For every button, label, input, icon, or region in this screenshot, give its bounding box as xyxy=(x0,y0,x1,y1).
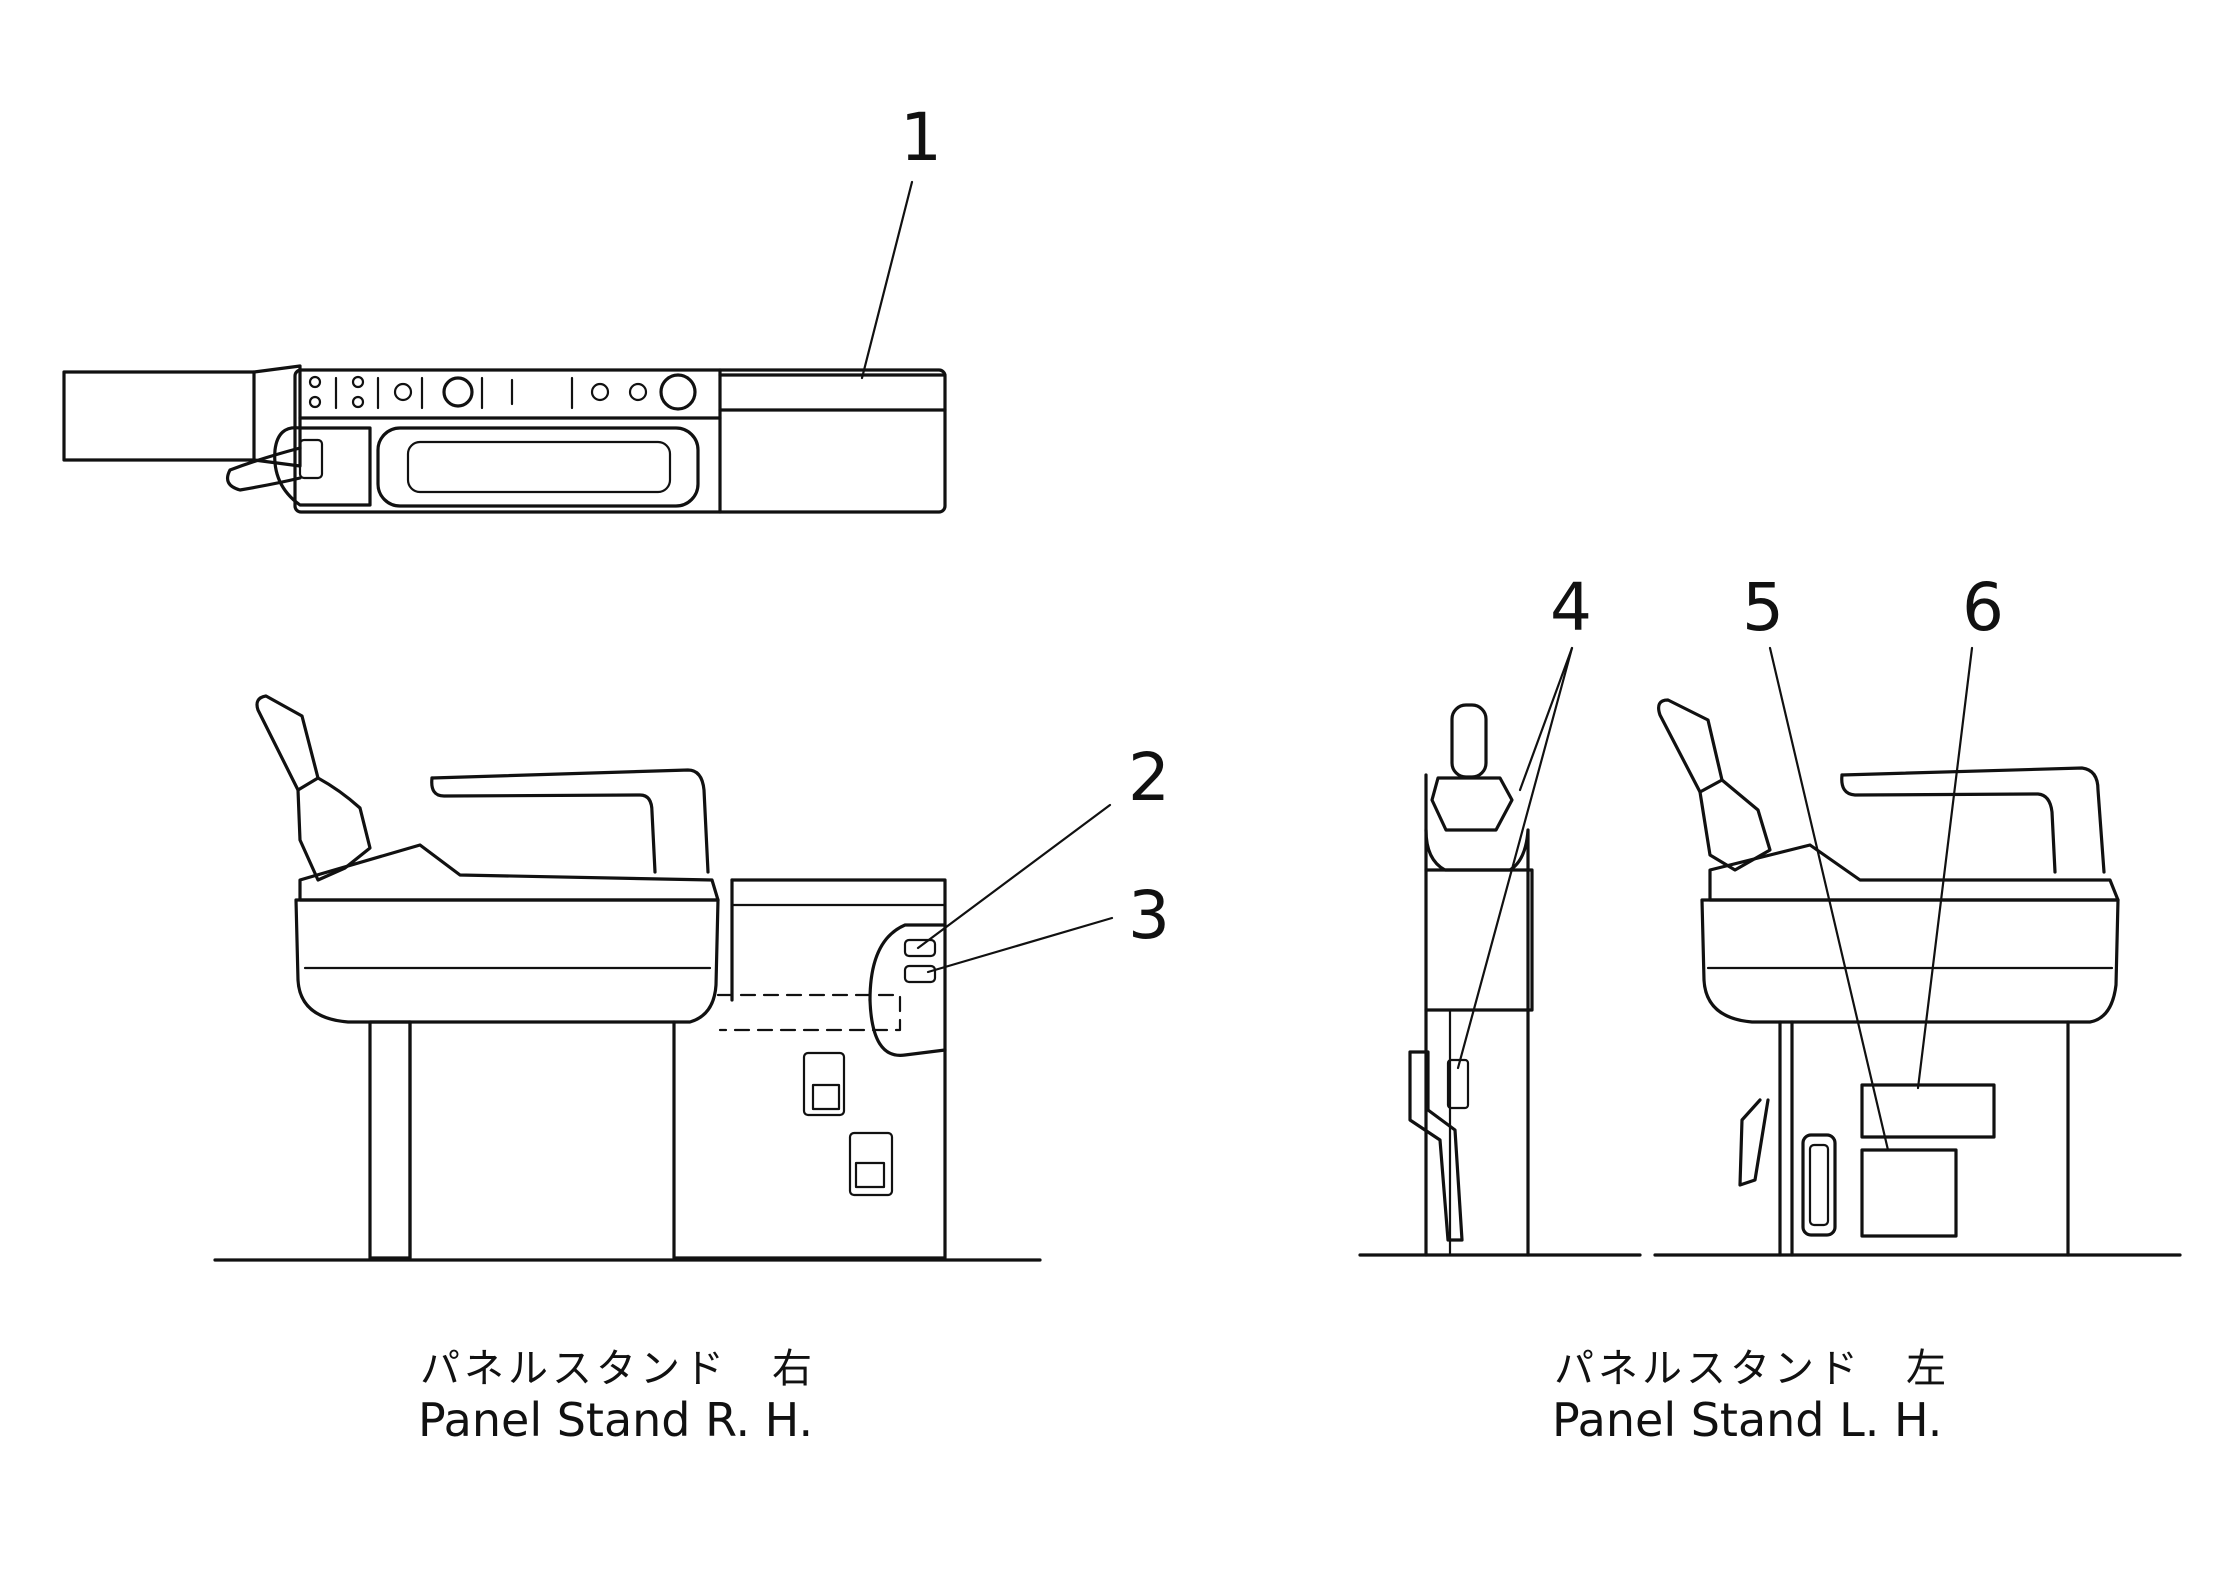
callout-6: 6 xyxy=(1962,569,2004,646)
caption-right-jp: パネルスタンド 右 xyxy=(420,1346,816,1392)
panel-stand-lh-side xyxy=(1653,698,2182,1257)
callout-numbers: 1 2 3 4 5 6 xyxy=(900,99,2004,954)
callout-1: 1 xyxy=(900,99,942,176)
top-view-panel xyxy=(62,364,947,514)
captions: パネルスタンド 右 Panel Stand R. H. パネルスタンド 左 Pa… xyxy=(418,1346,1950,1447)
callout-3: 3 xyxy=(1128,877,1170,954)
leader-lines xyxy=(860,180,1974,1152)
caption-left-jp: パネルスタンド 左 xyxy=(1554,1346,1950,1392)
panel-stand-rh xyxy=(213,694,1042,1262)
caption-left-en: Panel Stand L. H. xyxy=(1552,1393,1942,1447)
callout-4: 4 xyxy=(1550,569,1592,646)
panel-stand-lh-front xyxy=(1358,703,1642,1257)
callout-2: 2 xyxy=(1128,739,1170,816)
callout-5: 5 xyxy=(1742,569,1784,646)
caption-right-en: Panel Stand R. H. xyxy=(418,1393,813,1447)
